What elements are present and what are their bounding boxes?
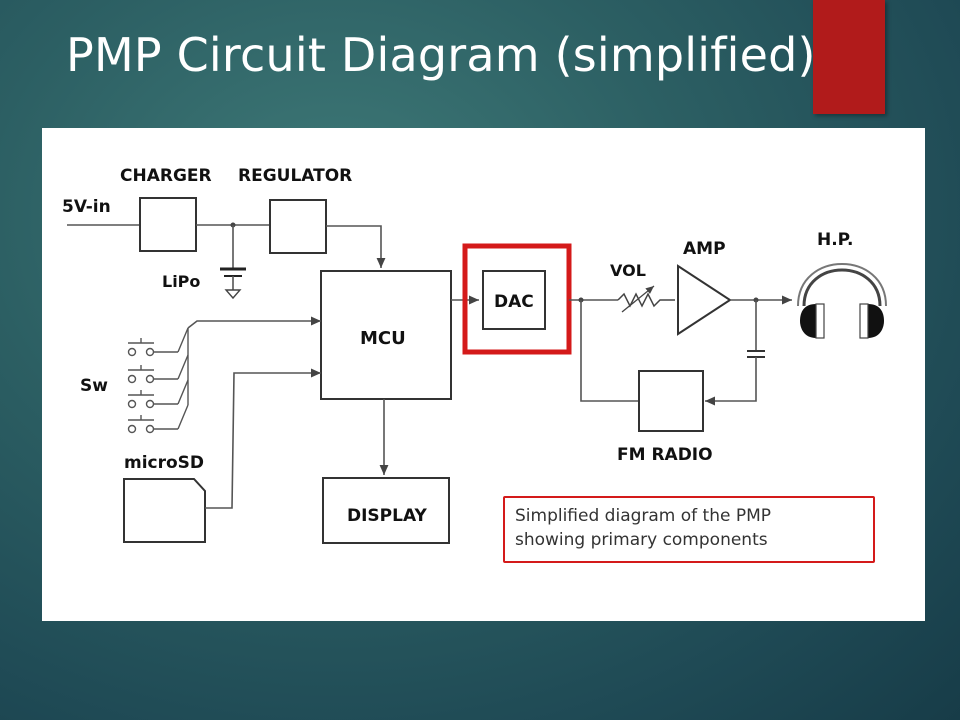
ground-symbol <box>224 289 242 300</box>
display-block <box>322 477 450 544</box>
switch-mcu-wire <box>187 316 321 329</box>
dac-block <box>482 270 546 330</box>
switch-1 <box>127 338 155 357</box>
dac-highlight-frame <box>462 243 572 355</box>
switch-array <box>127 327 189 434</box>
headphones-label: H.P. <box>817 230 853 250</box>
diagram-panel: 5V-in CHARGER LiPo REGULATOR MCU <box>42 128 925 621</box>
volume-wiper-arrow <box>621 285 655 313</box>
storage-label: microSD <box>124 453 204 473</box>
slide-title: PMP Circuit Diagram (simplified) <box>66 28 816 82</box>
switch-4 <box>127 415 155 434</box>
amp-triangle <box>677 264 732 336</box>
charger-label: CHARGER <box>120 166 212 186</box>
regulator-mcu-wire <box>326 225 386 268</box>
switch-3 <box>127 390 155 409</box>
caption-line-1: Simplified diagram of the PMP <box>515 506 772 526</box>
diagram-caption: Simplified diagram of the PMP showing pr… <box>503 496 875 563</box>
switch-2 <box>127 365 155 384</box>
cap-radio-wire <box>705 357 757 406</box>
mcu-label: MCU <box>360 328 406 349</box>
regulator-label: REGULATOR <box>238 166 352 186</box>
display-label: DISPLAY <box>347 506 428 526</box>
radio-label: FM RADIO <box>617 445 713 465</box>
dac-label: DAC <box>494 292 534 312</box>
dac-radio-wire <box>580 300 639 402</box>
microsd-mcu-wire <box>205 368 321 509</box>
fm-radio-block <box>638 370 704 432</box>
microsd-card <box>123 478 206 543</box>
circuit-diagram: 5V-in CHARGER LiPo REGULATOR MCU <box>62 166 887 544</box>
switches-label: Sw <box>80 376 108 396</box>
regulator-block <box>269 199 327 254</box>
headphones-icon <box>797 263 887 339</box>
volume-label: VOL <box>610 261 646 280</box>
mcu-block <box>320 270 452 400</box>
charger-block <box>139 197 197 252</box>
caption-line-2: showing primary components <box>515 530 768 550</box>
amp-label: AMP <box>683 239 726 259</box>
battery-label: LiPo <box>162 272 200 291</box>
input-label: 5V-in <box>62 197 111 217</box>
volume-resistor <box>617 292 675 308</box>
accent-tab <box>813 0 885 114</box>
